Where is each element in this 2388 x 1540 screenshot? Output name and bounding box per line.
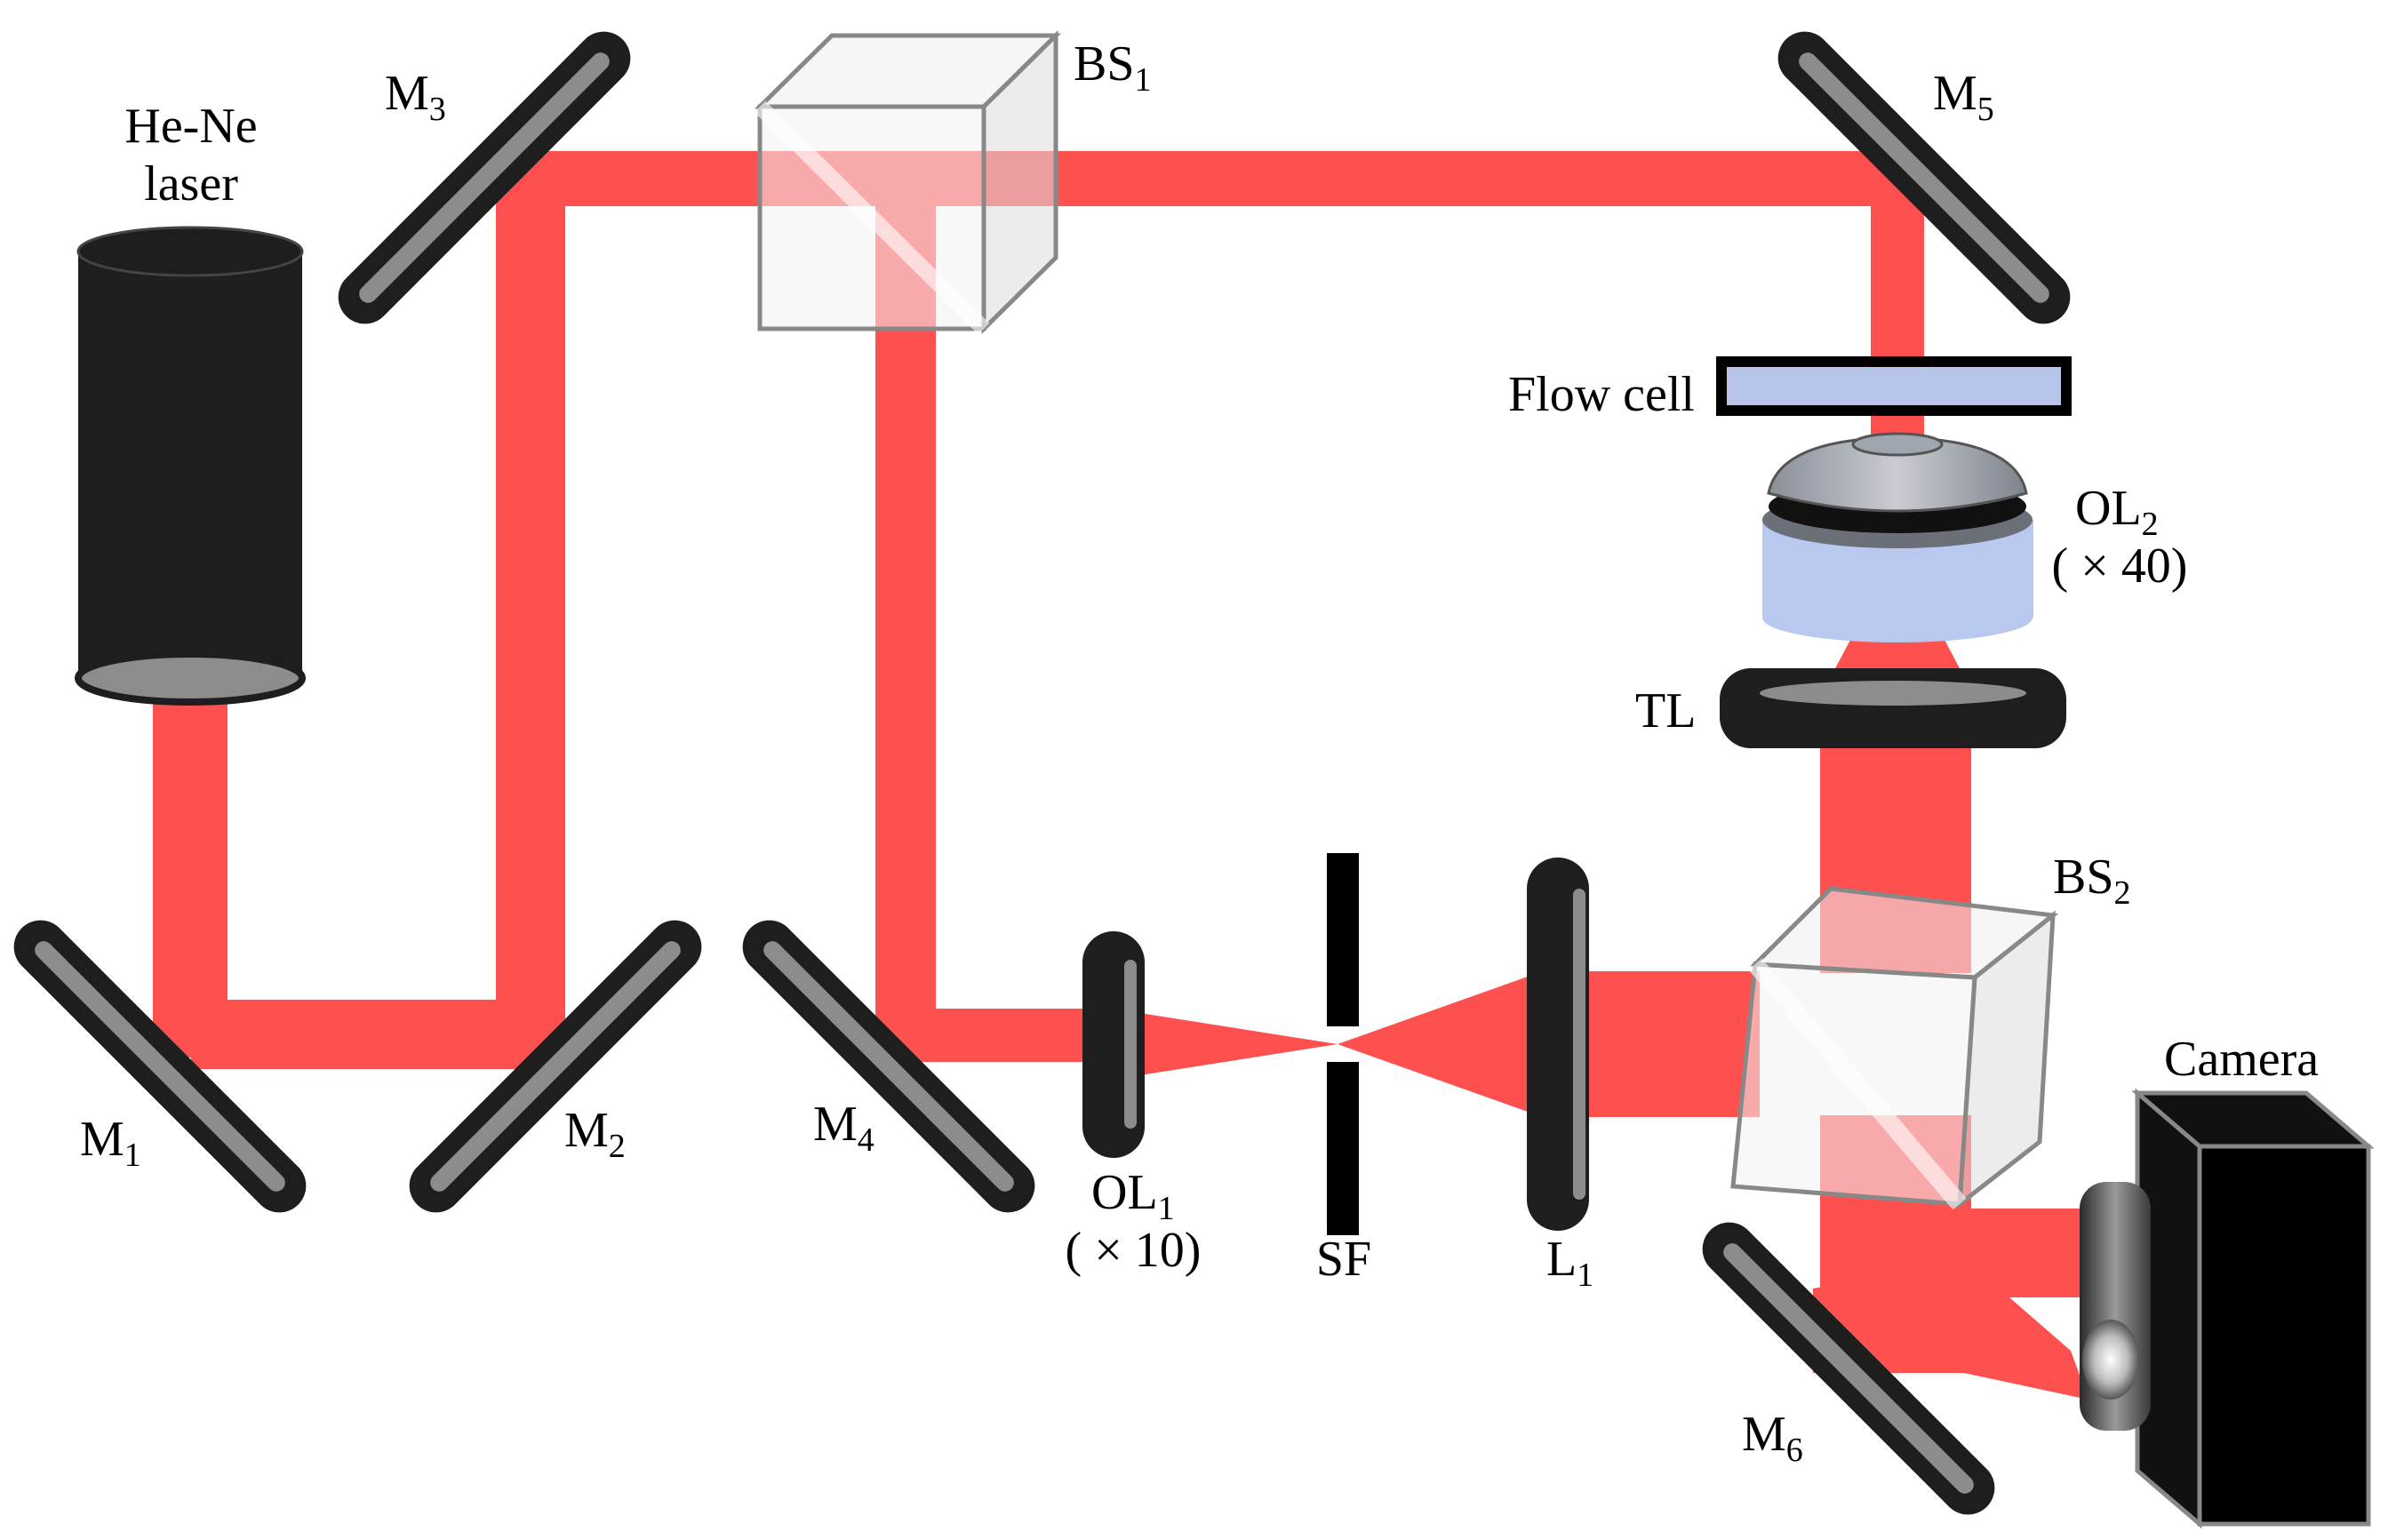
label-tl: TL bbox=[1635, 683, 1696, 738]
ol1-lens-face bbox=[1124, 960, 1137, 1129]
tl-lens-face bbox=[1760, 681, 2026, 706]
label-m3: M3 bbox=[385, 66, 446, 128]
beam-focus-ol1-sf bbox=[1129, 1011, 1338, 1077]
label-flow-cell: Flow cell bbox=[1508, 367, 1695, 422]
mirror-face bbox=[359, 52, 610, 303]
label-bs1: BS1 bbox=[1074, 36, 1152, 99]
spatial-filter-icon bbox=[1327, 853, 1359, 1026]
mirror-m3 bbox=[338, 31, 631, 324]
mirror-m1 bbox=[13, 920, 307, 1213]
label-m4: M4 bbox=[813, 1097, 875, 1159]
beam-splitter-bs1 bbox=[754, 30, 1062, 335]
label-laser-line2: laser bbox=[144, 156, 238, 211]
spatial-filter bbox=[1327, 853, 1359, 1235]
ol2-front-element bbox=[1851, 432, 1944, 457]
component-labels: He-Ne laser M1 M2 M3 M4 M5 M6 BS1 BS2 OL… bbox=[80, 36, 2319, 1469]
label-camera: Camera bbox=[2164, 1032, 2319, 1087]
objective-lens-ol1 bbox=[1082, 931, 1145, 1158]
objective-lens-ol2 bbox=[1762, 432, 2033, 642]
ol2-barrel-bottom bbox=[1762, 593, 2033, 642]
laser-beam-paths bbox=[153, 151, 2089, 1400]
beam-m3-to-m5 bbox=[515, 151, 1920, 206]
label-sf: SF bbox=[1316, 1232, 1371, 1287]
beam-m4-to-ol1 bbox=[875, 1009, 1102, 1062]
bs2-diagonal bbox=[1748, 958, 1967, 1210]
bs1-diagonal bbox=[754, 100, 990, 335]
camera-lens-glow bbox=[2082, 1320, 2139, 1400]
mirror-face bbox=[430, 941, 681, 1192]
label-m6: M6 bbox=[1742, 1407, 1803, 1469]
beam-laser-to-m1 bbox=[153, 675, 228, 1057]
objective-lens-icon bbox=[1767, 438, 2028, 513]
label-ol1: OL1 bbox=[1091, 1165, 1175, 1227]
beam-bs2-to-camera bbox=[1951, 1209, 2089, 1297]
label-laser-line1: He-Ne bbox=[124, 99, 257, 154]
laser-top-cap bbox=[76, 226, 304, 277]
beam-splitter-bs2 bbox=[1730, 886, 2059, 1210]
mirror-face bbox=[1799, 52, 2049, 303]
label-m2: M2 bbox=[564, 1103, 626, 1165]
mirror-face bbox=[35, 941, 285, 1192]
camera-icon bbox=[2197, 1144, 2371, 1527]
mirror-m5 bbox=[1777, 31, 2071, 324]
laser-tube-icon bbox=[78, 251, 302, 678]
mirror-face bbox=[763, 941, 1014, 1192]
label-bs2: BS2 bbox=[2053, 850, 2131, 912]
mirror-face bbox=[1723, 1243, 1974, 1494]
beam-m2-to-m3 bbox=[496, 169, 565, 1057]
mirror-m2 bbox=[409, 920, 702, 1213]
mirror-m4 bbox=[742, 920, 1035, 1213]
label-m1: M1 bbox=[80, 1112, 141, 1174]
label-ol2-magnification: ( × 40) bbox=[2052, 539, 2188, 594]
he-ne-laser bbox=[75, 226, 306, 706]
label-ol1-magnification: ( × 10) bbox=[1066, 1223, 1202, 1278]
camera bbox=[2080, 1088, 2375, 1529]
tube-lens-tl bbox=[1720, 668, 2066, 748]
label-m5: M5 bbox=[1933, 66, 1994, 128]
beam-bs1-to-m4 bbox=[875, 191, 936, 1035]
laser-output-aperture bbox=[75, 650, 306, 706]
lens-icon bbox=[1720, 668, 2066, 748]
label-ol2: OL2 bbox=[2075, 481, 2159, 543]
mirror-m6 bbox=[1702, 1222, 1995, 1515]
lens-l1 bbox=[1527, 858, 1589, 1231]
sf-lower-blade bbox=[1327, 1062, 1359, 1235]
beam-diverge-sf-l1 bbox=[1338, 973, 1537, 1115]
label-l1: L1 bbox=[1546, 1232, 1593, 1294]
l1-lens-face bbox=[1573, 889, 1585, 1200]
flow-cell bbox=[1716, 356, 2072, 416]
flow-cell-icon bbox=[1716, 356, 2072, 416]
